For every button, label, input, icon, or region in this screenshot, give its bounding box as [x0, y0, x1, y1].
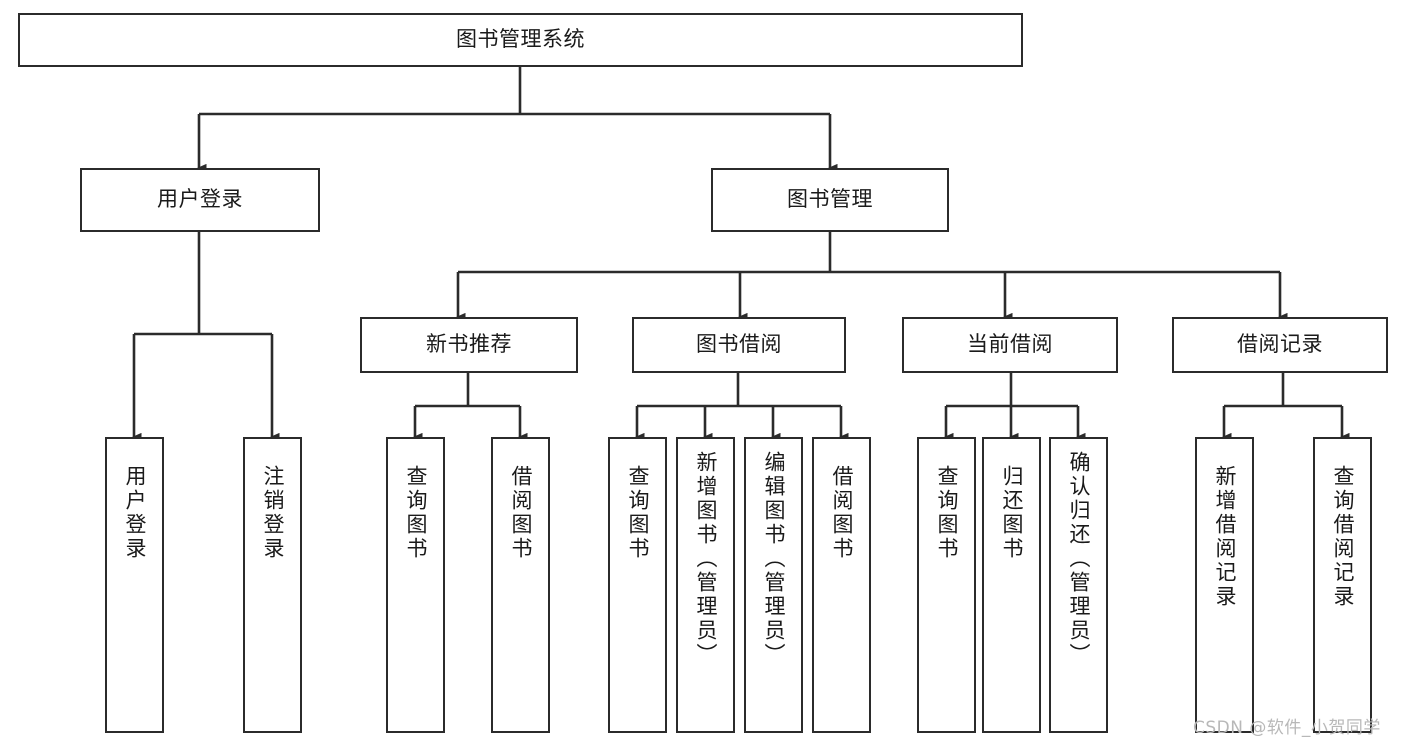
node-current-borrow[interactable]: 当前借阅 — [902, 317, 1118, 373]
node-leaf-edit-book-label: 编辑图书（管理员） — [762, 451, 786, 667]
node-new-book-recommend[interactable]: 新书推荐 — [360, 317, 578, 373]
node-leaf-query-book-2-label: 查询图书 — [626, 465, 650, 561]
node-new-book-recommend-label: 新书推荐 — [426, 332, 512, 357]
node-leaf-confirm-return[interactable]: 确认归还（管理员） — [1049, 437, 1108, 733]
node-leaf-borrow-book-2[interactable]: 借阅图书 — [812, 437, 871, 733]
node-leaf-borrow-book-2-label: 借阅图书 — [830, 465, 854, 561]
node-leaf-add-book[interactable]: 新增图书（管理员） — [676, 437, 735, 733]
node-leaf-query-record[interactable]: 查询借阅记录 — [1313, 437, 1372, 733]
node-book-borrow-label: 图书借阅 — [696, 332, 782, 357]
node-book-borrow[interactable]: 图书借阅 — [632, 317, 846, 373]
node-leaf-user-login-label: 用户登录 — [123, 465, 147, 561]
node-borrow-record[interactable]: 借阅记录 — [1172, 317, 1388, 373]
node-borrow-record-label: 借阅记录 — [1237, 332, 1323, 357]
node-leaf-return-book[interactable]: 归还图书 — [982, 437, 1041, 733]
node-current-borrow-label: 当前借阅 — [967, 332, 1053, 357]
node-leaf-query-book-3[interactable]: 查询图书 — [917, 437, 976, 733]
node-leaf-query-book-1[interactable]: 查询图书 — [386, 437, 445, 733]
node-book-management[interactable]: 图书管理 — [711, 168, 949, 232]
node-leaf-query-book-2[interactable]: 查询图书 — [608, 437, 667, 733]
node-user-login[interactable]: 用户登录 — [80, 168, 320, 232]
node-leaf-add-record-label: 新增借阅记录 — [1213, 465, 1237, 609]
node-user-login-label: 用户登录 — [157, 187, 243, 212]
node-leaf-query-record-label: 查询借阅记录 — [1331, 465, 1355, 609]
node-root-label: 图书管理系统 — [456, 27, 585, 52]
node-leaf-user-logout-label: 注销登录 — [261, 465, 285, 561]
node-leaf-query-book-1-label: 查询图书 — [404, 465, 428, 561]
node-book-management-label: 图书管理 — [787, 187, 873, 212]
node-leaf-borrow-book-1[interactable]: 借阅图书 — [491, 437, 550, 733]
node-leaf-confirm-return-label: 确认归还（管理员） — [1067, 451, 1091, 667]
node-leaf-user-login[interactable]: 用户登录 — [105, 437, 164, 733]
node-leaf-add-record[interactable]: 新增借阅记录 — [1195, 437, 1254, 733]
node-leaf-borrow-book-1-label: 借阅图书 — [509, 465, 533, 561]
node-leaf-edit-book[interactable]: 编辑图书（管理员） — [744, 437, 803, 733]
node-root[interactable]: 图书管理系统 — [18, 13, 1023, 67]
node-leaf-return-book-label: 归还图书 — [1000, 465, 1024, 561]
node-leaf-add-book-label: 新增图书（管理员） — [694, 451, 718, 667]
node-leaf-query-book-3-label: 查询图书 — [935, 465, 959, 561]
node-leaf-user-logout[interactable]: 注销登录 — [243, 437, 302, 733]
